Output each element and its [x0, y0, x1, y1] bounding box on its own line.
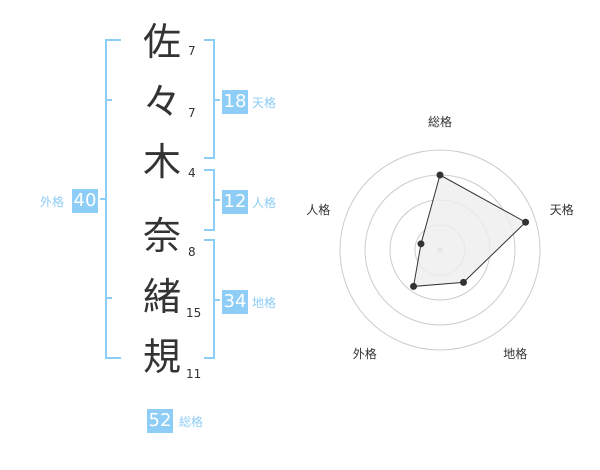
name-char-1: 佐	[142, 20, 181, 64]
radar-axis-label-4: 人格	[306, 203, 331, 218]
soukaku-label: 総格	[179, 415, 204, 429]
soukaku-value: 52	[147, 409, 173, 433]
chikaku-label: 地格	[252, 296, 277, 310]
stroke-count-2: 7	[188, 106, 196, 120]
name-char-3: 木	[142, 140, 181, 184]
radar-point-3	[410, 282, 418, 290]
jinkaku-bracket	[204, 169, 220, 231]
radar-axis-label-1: 天格	[549, 203, 574, 218]
name-char-6: 規	[142, 335, 181, 379]
stroke-count-1: 7	[188, 44, 196, 58]
chikaku-bracket	[204, 239, 220, 359]
jinkaku-value: 12	[222, 190, 248, 214]
tenkaku-label: 天格	[252, 96, 277, 110]
stroke-count-6: 11	[186, 367, 202, 381]
jinkaku-label: 人格	[252, 196, 277, 210]
chikaku-value: 34	[222, 290, 248, 314]
radar-axis-label-2: 地格	[503, 346, 528, 361]
gaikaku-value: 40	[72, 189, 98, 213]
stroke-count-3: 4	[188, 166, 196, 180]
radar-point-1	[522, 218, 530, 226]
name-char-2: 々	[142, 80, 181, 124]
tenkaku-value: 18	[222, 90, 248, 114]
tenkaku-bracket	[204, 39, 220, 159]
gaikaku-label: 外格	[40, 195, 65, 209]
stroke-count-4: 8	[188, 245, 196, 259]
radar-point-0	[436, 171, 444, 179]
radar-point-4	[417, 240, 425, 248]
name-char-5: 緒	[142, 275, 181, 319]
name-char-4: 奈	[142, 214, 181, 258]
stroke-count-5: 15	[186, 306, 202, 320]
radar-axis-label-3: 外格	[352, 346, 377, 361]
radar-axis-label-0: 総格	[428, 115, 453, 129]
gaikaku-bracket	[100, 39, 121, 359]
radar-point-2	[460, 278, 468, 286]
radar-ring-4	[339, 149, 541, 351]
radar-polygon	[412, 174, 527, 287]
